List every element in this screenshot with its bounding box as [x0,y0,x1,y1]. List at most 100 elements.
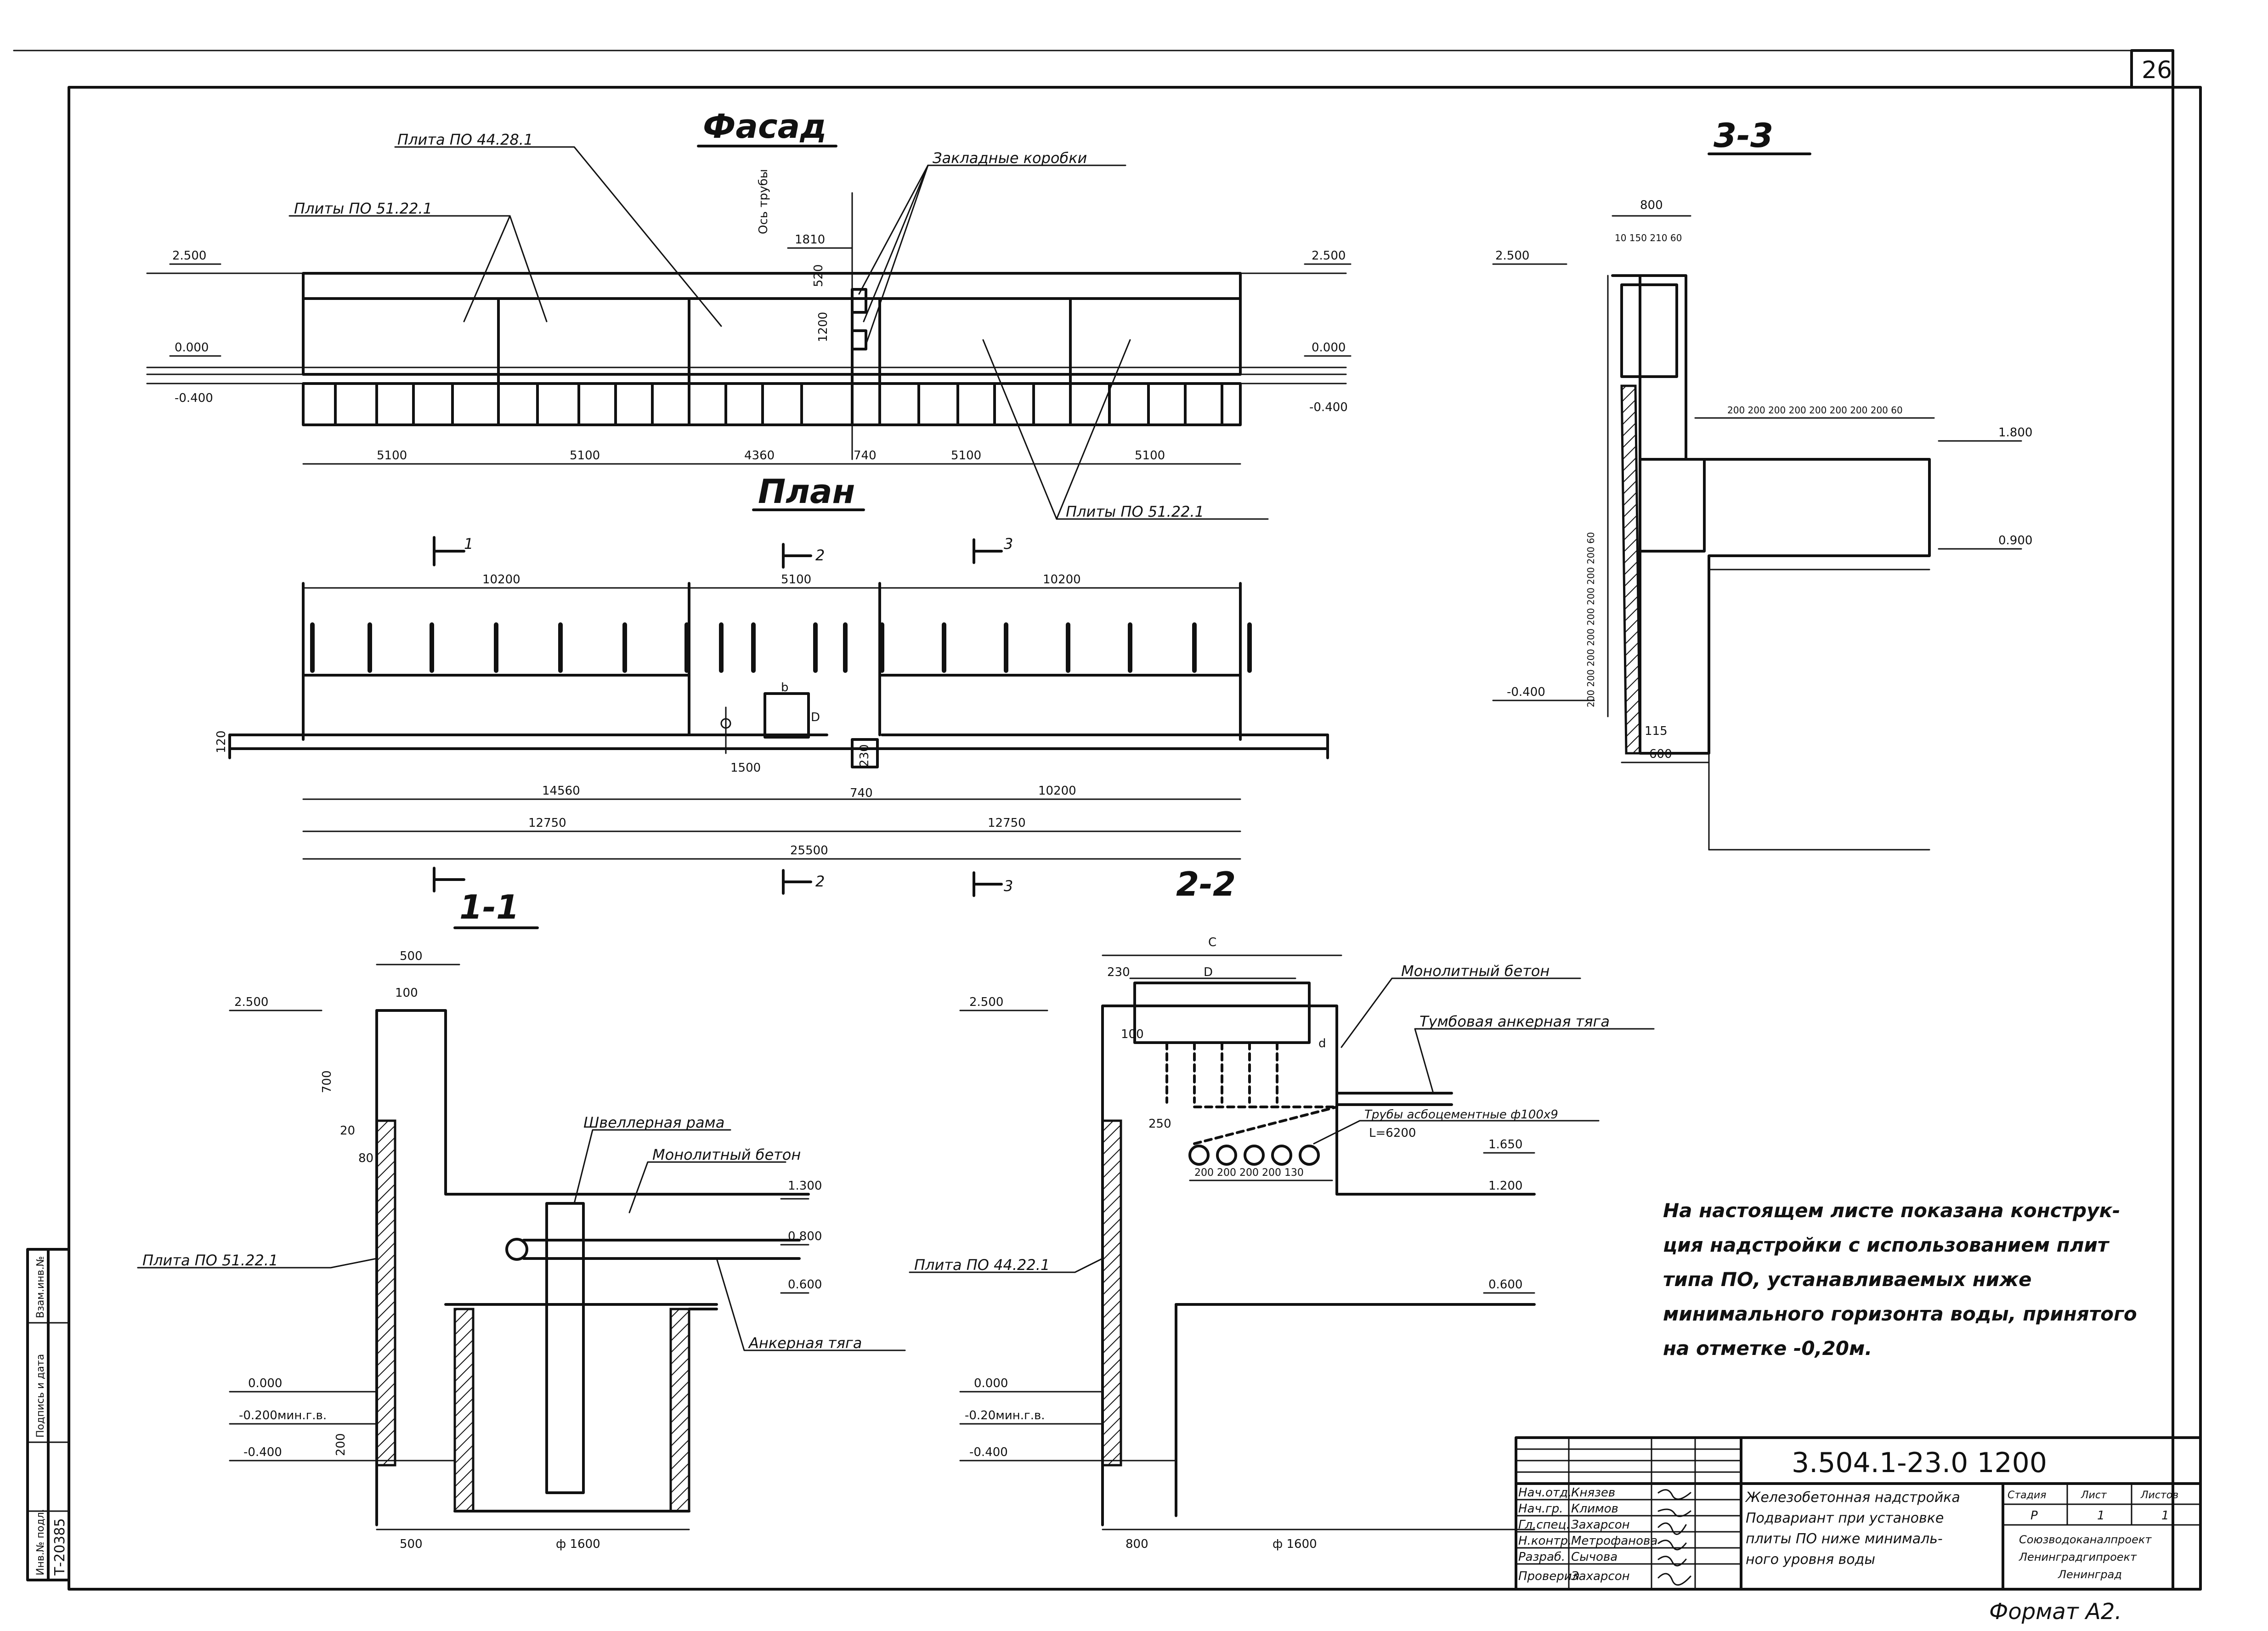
s11-dim-100: 100 [395,986,418,1000]
plan-dim-12750-right: 12750 [988,816,1026,830]
facade-dim-520: 520 [812,264,826,287]
facade-elev-zero-left: 0.000 [175,341,209,355]
stamp-title-4: ного уровня воды [1746,1552,1875,1568]
s33-dim-600: 600 [1649,747,1672,761]
stamp-role-3: Гл.спец. [1518,1518,1570,1532]
stamp-name-6: Захарсон [1571,1569,1630,1583]
section-11-title: 1-1 [459,888,519,926]
s11-dim-80: 80 [358,1151,373,1165]
facade-span-5: 5100 [951,449,981,463]
s11-elev-bottom: -0.400 [243,1445,282,1459]
plan-view: План 1 2 3 10200 5100 10200 [215,472,1329,897]
facade-dim-1200: 1200 [816,312,830,342]
section-22-title: 2-2 [1176,865,1236,903]
s11-dim-700: 700 [320,1070,334,1093]
stamp-name-1: Князев [1571,1486,1615,1500]
plan-section-3-bottom: 3 [1004,877,1013,895]
plan-title: План [758,472,855,511]
s11-elev-top: 2.500 [234,995,268,1009]
stamp-role-1: Нач.отд. [1518,1486,1572,1500]
stamp-title-3: плиты ПО ниже минималь- [1746,1531,1943,1547]
s33-elev-0900: 0.900 [1998,534,2032,547]
facade-span-2: 5100 [570,449,600,463]
plan-dim-120-left: 120 [215,730,228,753]
label-embedded-boxes: Закладные коробки [933,149,1087,167]
stamp-title-2: Подвариант при установке [1746,1510,1944,1526]
side-stamp-number: Т-20385 [52,1518,68,1576]
s22-dim-800: 800 [1126,1537,1148,1551]
note-line-3: типа ПО, устанавливаемых ниже [1663,1268,2031,1291]
label-slab-44: Плита ПО 44.28.1 [397,131,533,148]
s22-pipe-dims: 200 200 200 200 130 [1194,1167,1304,1179]
plan-dim-b: b [781,681,789,694]
s33-elev-top: 2.500 [1495,249,1529,263]
note-line-5: на отметке -0,20м. [1663,1337,1872,1360]
stamp-sheet: 1 [2097,1509,2105,1523]
s33-elev-bottom: -0.400 [1507,685,1545,699]
facade-span-1: 5100 [377,449,407,463]
plan-dim-1500: 1500 [730,761,761,775]
stamp-role-2: Нач.гр. [1518,1502,1563,1516]
general-note: На настоящем листе показана конструк- ци… [1663,1199,2137,1360]
stamp-sheets-header: Листов [2140,1490,2178,1501]
stamp-stage-header: Стадия [2008,1490,2046,1501]
plan-dim-10200-bottom: 10200 [1038,784,1076,798]
stamp-name-5: Сычова [1571,1550,1618,1564]
note-line-1: На настоящем листе показана конструк- [1663,1199,2120,1222]
s11-dim-200: 200 [334,1433,348,1456]
signature-6 [1657,1573,1691,1586]
s22-label-monolith: Монолитный бетон [1401,962,1550,980]
plan-dim-top-left: 10200 [482,573,520,587]
title-block: 3.504.1-23.0 1200 Нач.отд. Князев Нач.гр… [1515,1436,2202,1591]
s33-dim-800: 800 [1640,198,1663,212]
s22-elev-zero: 0.000 [974,1377,1008,1390]
s22-label-slab: Плита ПО 44.22.1 [914,1256,1050,1274]
stamp-role-5: Разраб. [1518,1550,1565,1564]
s11-dim-500-top: 500 [400,949,423,963]
side-stamp-sign: Подпись и дата [35,1354,46,1438]
s33-dim-pitch-horizontal: 200 200 200 200 200 200 200 200 60 [1727,405,1903,416]
facade-view: Фасад [146,107,1352,520]
stamp-stage: Р [2030,1509,2038,1523]
facade-span-6: 5100 [1135,449,1165,463]
facade-span-3: 4360 [744,449,775,463]
note-line-4: минимального горизонта воды, принятого [1663,1303,2137,1325]
s11-dim-20: 20 [340,1124,355,1138]
plan-dim-top-mid: 5100 [781,573,811,587]
s22-dim-C: C [1208,936,1216,949]
stamp-role-4: Н.контр. [1518,1534,1572,1548]
facade-span-4: 740 [854,449,877,463]
stamp-org-1: Союзводоканалпроект [2019,1533,2152,1546]
sheet-frame [68,86,2202,1591]
s22-label-tie: Тумбовая анкерная тяга [1420,1013,1610,1030]
s11-dim-phi1600: ф 1600 [556,1537,600,1551]
facade-dim-1810: 1810 [795,233,825,247]
s22-elev-top: 2.500 [969,995,1003,1009]
s22-elev-1200: 1.200 [1488,1179,1522,1193]
s33-dim-115: 115 [1645,724,1668,738]
facade-elev-bottom-left: -0.400 [175,391,213,405]
facade-elev-zero-right: 0.000 [1312,341,1346,355]
plan-section-2: 2 [815,547,825,564]
plan-dim-14560: 14560 [542,784,580,798]
signature-4 [1657,1540,1687,1551]
stamp-name-3: Захарсон [1571,1518,1630,1532]
plan-dim-D: D [811,711,820,724]
signature-5 [1657,1556,1687,1567]
plan-section-2-bottom: 2 [815,873,825,890]
s22-dim-250: 250 [1148,1117,1171,1131]
section-3-3: 3-3 800 10 150 210 60 2.500 200 200 200 … [1492,116,2032,851]
s22-dim-phi1600: ф 1600 [1273,1537,1317,1551]
s22-dim-100: 100 [1121,1027,1144,1041]
s33-dim-top-parts: 10 150 210 60 [1615,232,1682,243]
s22-elev-bottom: -0.400 [969,1445,1008,1459]
signature-3 [1657,1522,1687,1535]
drawing-code: 3.504.1-23.0 1200 [1792,1447,2047,1479]
s11-label-slab: Плита ПО 51.22.1 [142,1252,278,1269]
s11-elev-0600: 0.600 [788,1278,822,1292]
s11-label-channel: Швеллерная рама [583,1114,724,1131]
plan-dim-top-right: 10200 [1043,573,1081,587]
stamp-title-1: Железобетонная надстройка [1745,1490,1960,1506]
plan-section-1: 1 [464,535,473,553]
